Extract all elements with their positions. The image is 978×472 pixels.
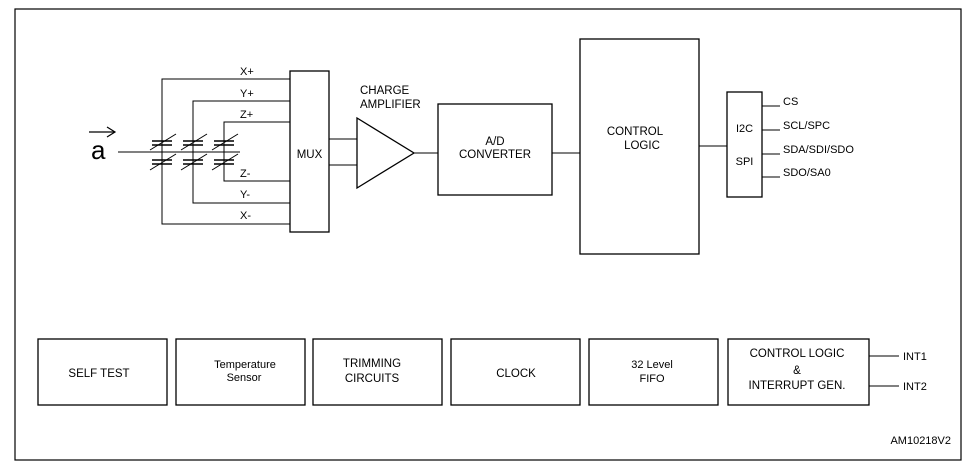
control-logic-label-line1: CONTROL (607, 126, 664, 138)
charge-amplifier-label-line2: AMPLIFIER (360, 99, 421, 111)
int2-label: INT2 (903, 381, 927, 393)
int1-label: INT1 (903, 351, 927, 363)
adc-block (437, 103, 553, 196)
trimming-circuits-block (312, 338, 443, 406)
axis-label-z-plus: Z+ (240, 109, 253, 121)
charge-amplifier (356, 116, 416, 190)
interface-block (726, 91, 763, 198)
pin-cs: CS (783, 96, 798, 108)
interface-label-i2c: I2C (736, 123, 753, 135)
trimming-label-line1: TRIMMING (343, 358, 401, 370)
variable-capacitors (149, 133, 239, 171)
axis-label-y-minus: Y- (240, 189, 250, 201)
fifo-label-line1: 32 Level (631, 359, 673, 371)
mux-label: MUX (297, 149, 323, 161)
trimming-label-line2: CIRCUITS (345, 373, 400, 385)
acceleration-input: a (89, 126, 133, 165)
pin-scl-spc: SCL/SPC (783, 120, 830, 132)
control-interrupt-label-line2: & (793, 365, 801, 377)
temperature-sensor-label-line2: Sensor (227, 372, 262, 384)
temperature-sensor-block (175, 338, 306, 406)
self-test-block (37, 338, 168, 406)
mux-block (289, 70, 330, 233)
pin-sdo-sa0: SDO/SA0 (783, 167, 831, 179)
fifo-label-line2: FIFO (639, 373, 664, 385)
control-interrupt-label-line3: INTERRUPT GEN. (749, 380, 846, 392)
axis-label-x-minus: X- (240, 210, 251, 222)
axis-label-y-plus: Y+ (240, 88, 254, 100)
reference-code: AM10218V2 (890, 435, 951, 447)
self-test-label: SELF TEST (68, 368, 129, 380)
control-interrupt-label-line1: CONTROL LOGIC (750, 348, 845, 360)
sensor-wires (133, 78, 290, 225)
acceleration-symbol: a (91, 135, 106, 165)
adc-label-line1: A/D (485, 136, 504, 148)
interface-label-spi: SPI (736, 156, 754, 168)
mux-amp-connectors (329, 138, 357, 166)
control-logic-label-line2: LOGIC (624, 140, 660, 152)
control-interrupt-block (727, 338, 870, 406)
temperature-sensor-label-line1: Temperature (214, 359, 276, 371)
clock-block (450, 338, 581, 406)
interface-pin-lines (762, 105, 780, 178)
interrupt-lines (869, 355, 899, 387)
pin-sda-sdi-sdo: SDA/SDI/SDO (783, 144, 854, 156)
axis-label-x-plus: X+ (240, 66, 254, 78)
adc-label-line2: CONVERTER (459, 149, 531, 161)
axis-label-z-minus: Z- (240, 168, 251, 180)
charge-amplifier-label-line1: CHARGE (360, 85, 410, 97)
outer-frame (14, 8, 962, 461)
clock-label: CLOCK (496, 368, 536, 380)
fifo-block (588, 338, 719, 406)
axis-labels: X+ Y+ Z+ Z- Y- X- (240, 66, 254, 222)
